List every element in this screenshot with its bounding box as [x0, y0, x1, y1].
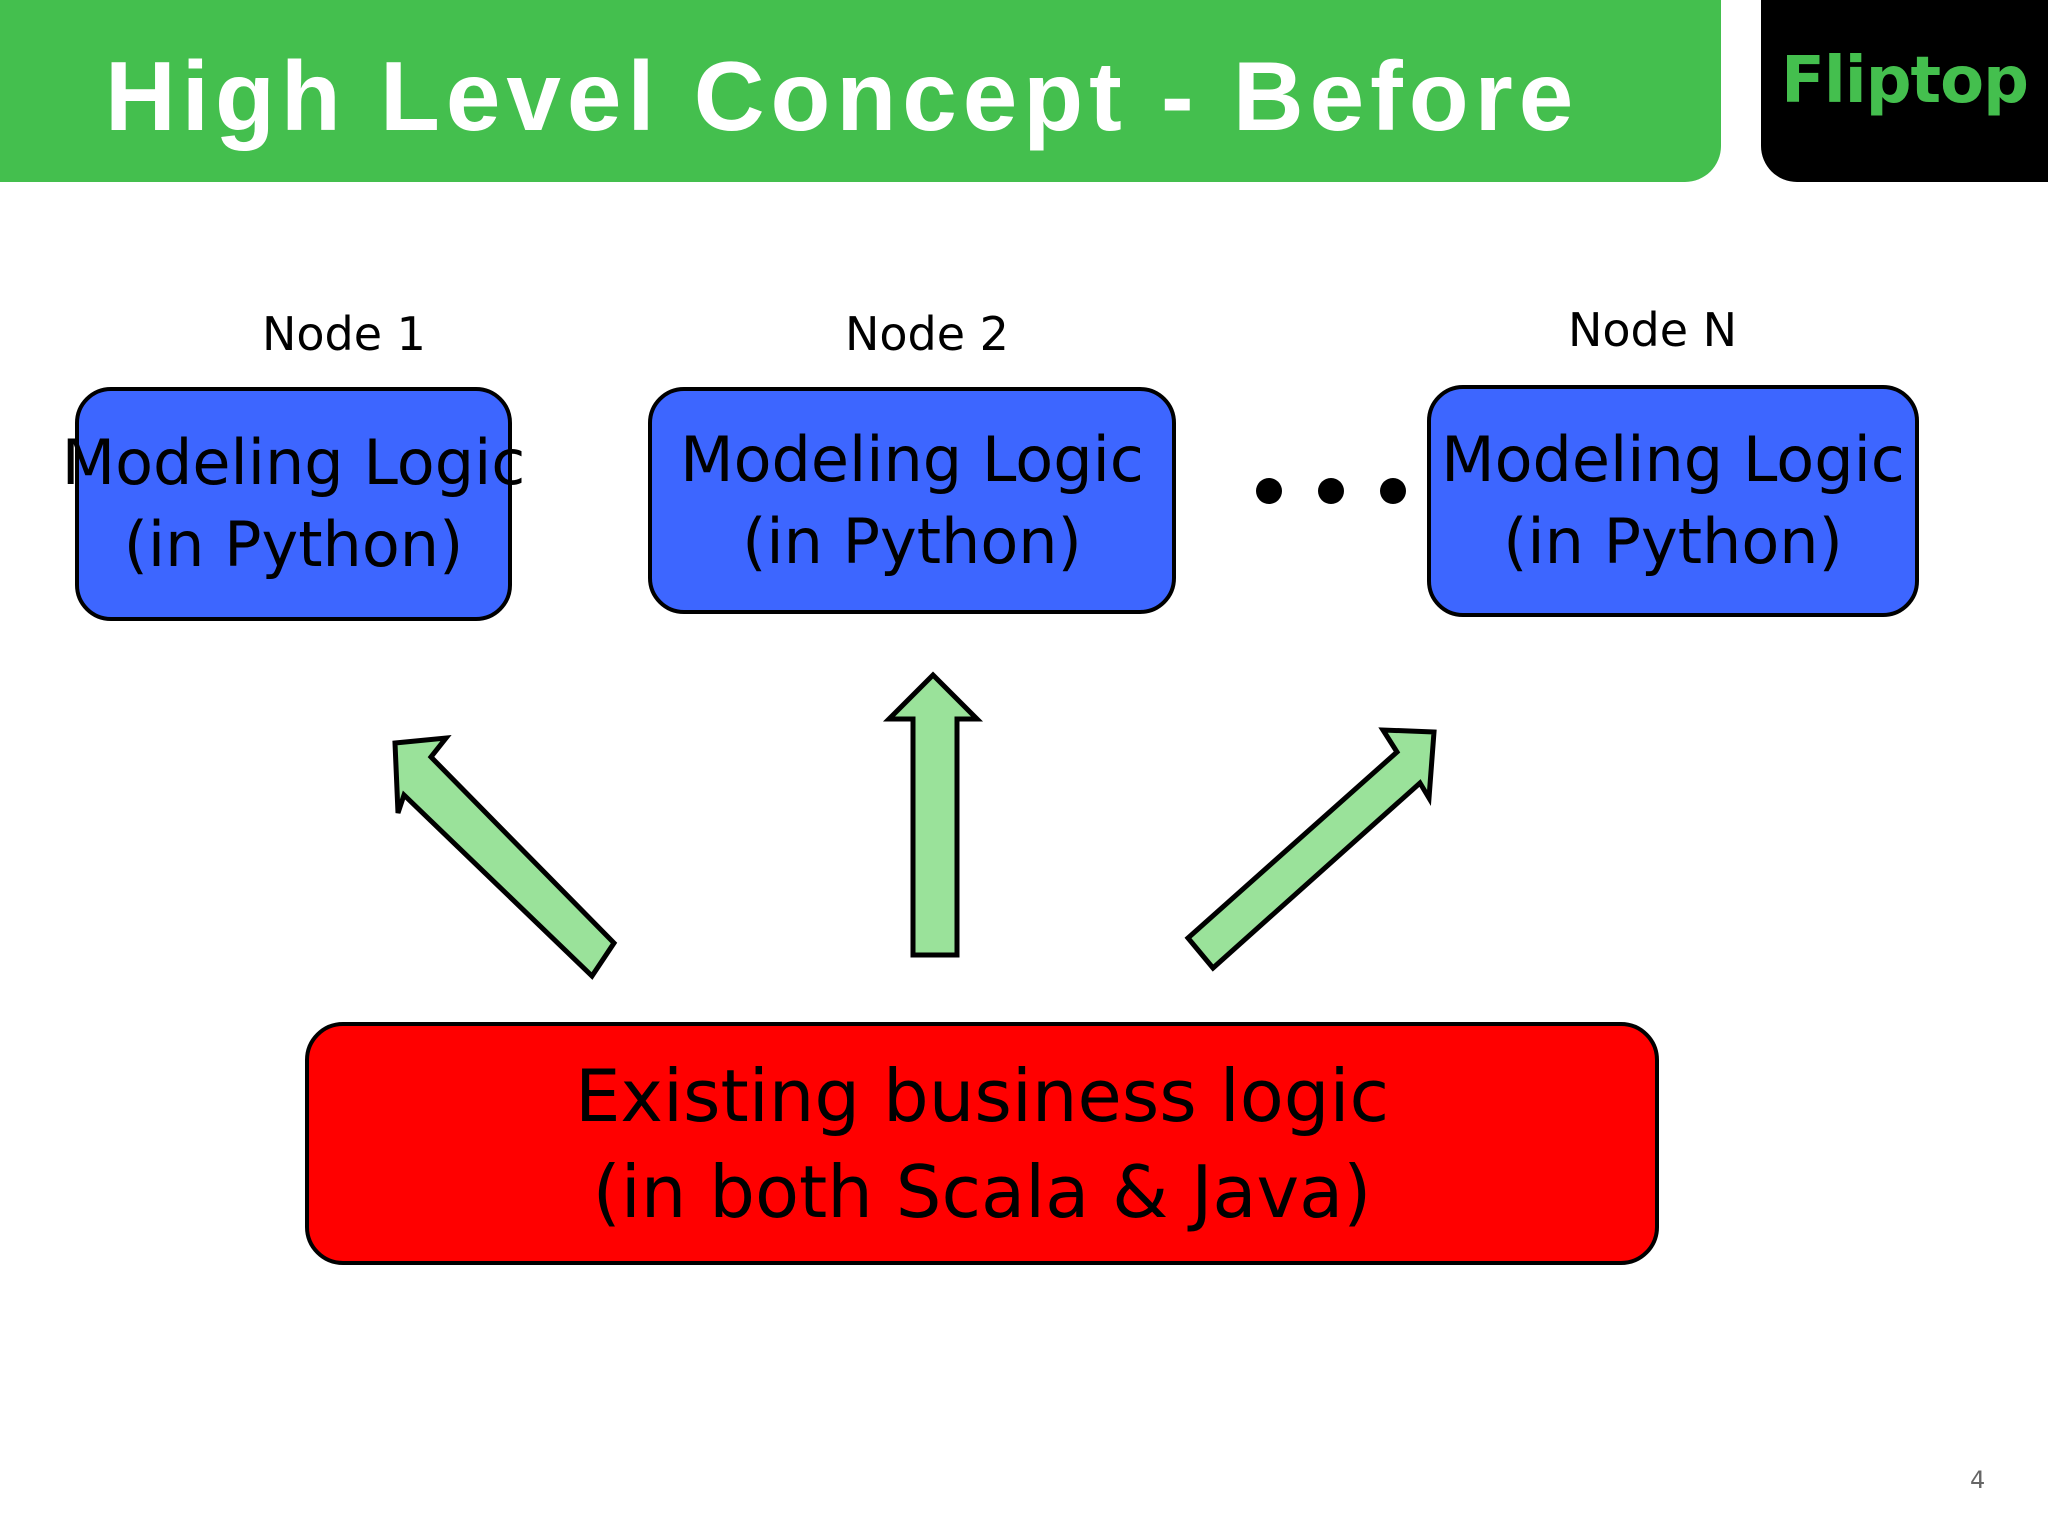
fliptop-logo: Fliptop: [1781, 44, 2029, 118]
ellipsis-dots: [1238, 478, 1418, 514]
arrow-to-node-2: [882, 671, 984, 958]
page-number: 4: [1970, 1466, 1986, 1494]
node-1-label: Node 1: [262, 307, 426, 361]
node-n-line1: Modeling Logic: [1441, 423, 1905, 496]
node-2-label: Node 2: [845, 307, 1009, 361]
ellipsis-dot: [1256, 478, 1282, 504]
node-1-line1: Modeling Logic: [61, 426, 526, 499]
title-bar: High Level Concept - Before: [0, 0, 1721, 182]
business-logic-line2: (in both Scala & Java): [592, 1149, 1372, 1234]
node-2-box: Modeling Logic (in Python): [648, 387, 1176, 614]
node-n-box: Modeling Logic (in Python): [1427, 385, 1919, 617]
slide-title: High Level Concept - Before: [105, 41, 1580, 151]
node-n-line2: (in Python): [1503, 505, 1843, 578]
node-1-line2: (in Python): [123, 508, 464, 581]
logo-box: Fliptop: [1761, 0, 2048, 182]
ellipsis-dot: [1380, 478, 1406, 504]
node-2-line2: (in Python): [742, 504, 1082, 578]
business-logic-line1: Existing business logic: [574, 1053, 1390, 1138]
business-logic-box: Existing business logic (in both Scala &…: [305, 1022, 1659, 1265]
node-2-line1: Modeling Logic: [680, 422, 1144, 496]
node-n-label: Node N: [1568, 303, 1738, 357]
arrow-to-node-1-shape: [392, 734, 618, 980]
node-1-box: Modeling Logic (in Python): [62, 387, 525, 621]
arrow-to-node-n: [1184, 727, 1437, 972]
ellipsis-dot: [1318, 478, 1344, 504]
